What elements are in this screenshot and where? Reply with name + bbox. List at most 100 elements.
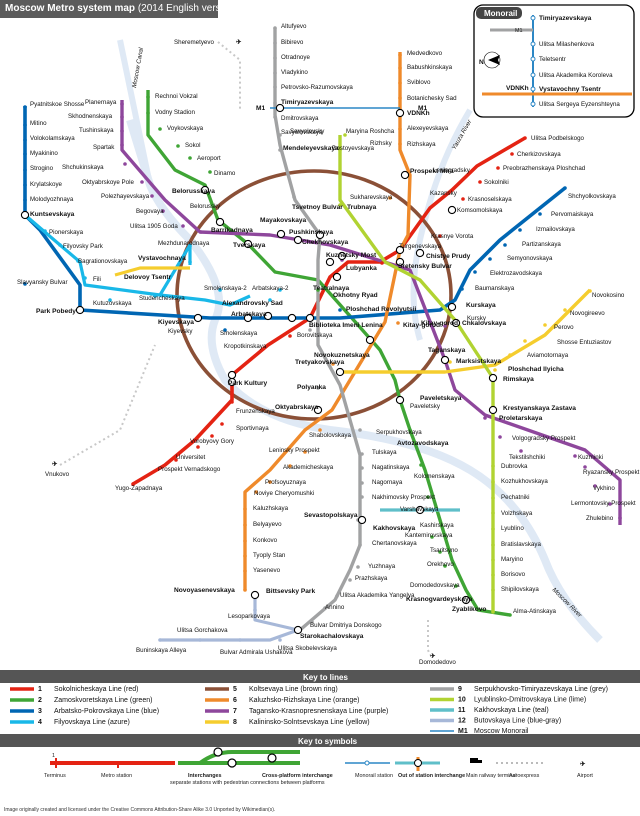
monorail-station-1[interactable] [530,41,536,47]
monorail-station-3[interactable] [530,72,536,78]
station-red-4[interactable] [461,197,465,201]
station-lime-13[interactable] [491,558,495,562]
station-lime-9[interactable] [491,496,495,500]
station-orange-23[interactable] [243,588,247,592]
interchange-38[interactable] [275,103,285,113]
station-grey-5[interactable] [273,101,277,105]
station-bluegray-3[interactable] [198,638,202,642]
monorail-station-2[interactable] [530,56,536,62]
station-yellow-4[interactable] [523,339,527,343]
station-grey-12[interactable] [316,386,320,390]
interchange-13[interactable] [193,313,203,323]
station-purple-3[interactable] [120,143,124,147]
interchange-9[interactable] [305,313,315,323]
station-green-5[interactable] [208,170,212,174]
station-grey-16[interactable] [360,481,364,485]
interchange-3[interactable] [276,229,286,239]
interchange-25[interactable] [395,257,405,267]
station-red-14[interactable] [220,422,224,426]
interchange-8[interactable] [332,272,342,282]
station-orange-13[interactable] [318,428,322,432]
station-azure-3[interactable] [83,276,87,280]
monorail-station-0[interactable] [530,15,536,21]
station-bluegray-5[interactable] [253,608,257,612]
station-orange-18[interactable] [243,507,247,511]
station-grey-21[interactable] [348,578,352,582]
station-blue-5[interactable] [23,183,27,187]
station-grey-8[interactable] [278,148,282,152]
station-blue-16[interactable] [473,270,477,274]
station-orange-20[interactable] [243,539,247,543]
monorail-station-5[interactable] [530,101,536,107]
station-orange-3[interactable] [398,96,402,100]
station-yellow-5[interactable] [543,323,547,327]
interchange-21[interactable] [447,205,457,215]
interchange-30[interactable] [20,210,30,220]
station-grey-7[interactable] [278,133,282,137]
station-grey-17[interactable] [360,495,364,499]
station-green-15[interactable] [430,535,434,539]
station-purple-8[interactable] [181,224,185,228]
station-blue-8[interactable] [23,282,27,286]
station-purple-16[interactable] [519,449,523,453]
station-lime-7[interactable] [491,464,495,468]
interchange-22[interactable] [400,170,410,180]
station-orange-14[interactable] [303,450,307,454]
station-azure-2[interactable] [76,259,80,263]
monorail-station-4[interactable] [530,86,536,92]
interchange-0[interactable] [200,185,210,195]
interchange-20[interactable] [447,302,457,312]
interchange-28[interactable] [488,405,498,415]
station-azure-9[interactable] [278,288,282,292]
station-lime-14[interactable] [491,573,495,577]
interchange-32[interactable] [293,625,303,635]
station-red-8[interactable] [380,261,384,265]
station-orange-1[interactable] [398,66,402,70]
station-lime-1[interactable] [338,148,342,152]
station-purple-18[interactable] [583,465,587,469]
interchange-17[interactable] [365,335,375,345]
station-green-18[interactable] [454,584,458,588]
station-green-17[interactable] [443,564,447,568]
station-bluegray-4[interactable] [158,638,162,642]
station-red-17[interactable] [174,458,178,462]
station-green-2[interactable] [158,127,162,131]
station-lime-16[interactable] [491,610,495,614]
interchange-36[interactable] [461,595,471,605]
station-grey-14[interactable] [360,452,364,456]
station-orange-5[interactable] [398,127,402,131]
interchange-37[interactable] [395,108,405,118]
station-orange-11[interactable] [331,362,335,366]
station-blue-11[interactable] [223,328,227,332]
interchange-10[interactable] [287,313,297,323]
station-grey-0[interactable] [273,26,277,30]
interchange-16[interactable] [335,367,345,377]
interchange-33[interactable] [250,590,260,600]
station-green-14[interactable] [426,495,430,499]
station-grey-11[interactable] [308,328,312,332]
station-bluegray-1[interactable] [278,638,282,642]
station-azure-8[interactable] [218,288,222,292]
station-blue-13[interactable] [338,308,342,312]
interchange-12[interactable] [243,313,253,323]
interchange-19[interactable] [440,355,450,365]
station-yellow-1[interactable] [448,360,452,364]
station-azure-1[interactable] [58,243,62,247]
station-blue-1[interactable] [23,123,27,127]
station-blue-20[interactable] [538,212,542,216]
station-purple-9[interactable] [199,230,203,234]
station-grey-15[interactable] [360,466,364,470]
station-yellow-6[interactable] [563,308,567,312]
station-blue-21[interactable] [563,186,567,190]
station-blue-3[interactable] [23,152,27,156]
station-lime-10[interactable] [491,511,495,515]
station-lime-2[interactable] [338,203,342,207]
station-grey-24[interactable] [310,620,314,624]
station-blue-15[interactable] [460,287,464,291]
station-purple-21[interactable] [618,516,622,520]
station-lime-8[interactable] [491,480,495,484]
interchange-34[interactable] [415,505,425,515]
station-yellow-7[interactable] [588,289,592,293]
station-red-2[interactable] [496,166,500,170]
station-purple-0[interactable] [120,102,124,106]
